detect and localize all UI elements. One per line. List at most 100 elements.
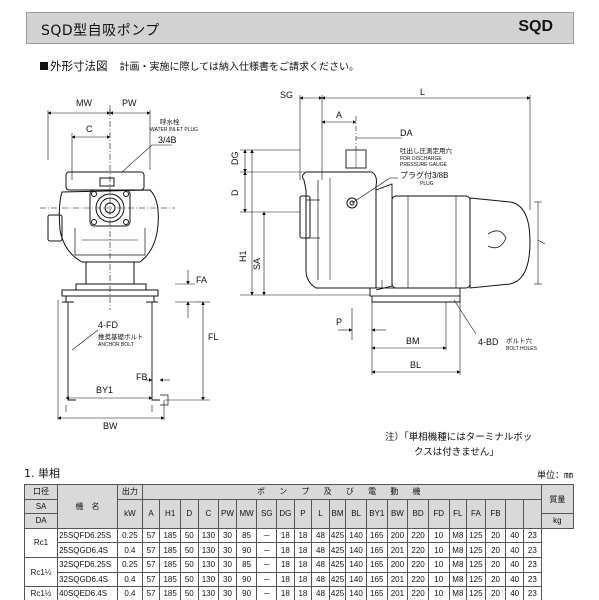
value-cell: 125 (466, 571, 486, 588)
value-cell: 57 (141, 586, 161, 600)
value-cell: 85 (235, 527, 258, 544)
value-cell: 20 (484, 586, 507, 600)
value-cell: 185 (159, 556, 181, 573)
value-cell: M8 (448, 571, 468, 588)
value-cell: 30 (218, 527, 237, 544)
header-col: SG (256, 498, 278, 529)
unit-label: 単位：㎜ (536, 471, 573, 481)
dim-fb-label: FB (136, 372, 148, 382)
bolt-holes-en-label: BOLT HOLES (506, 346, 538, 352)
value-cell: 425 (328, 542, 347, 558)
spec-table: 口径 機 名 出力 ポ ン プ 及 び 電 動 機 質量 SA kW A H1 … (23, 483, 575, 600)
value-cell: ─ (256, 571, 278, 588)
header-col (505, 498, 524, 529)
dim-fd-label: 4-FD (98, 320, 119, 330)
bore-cell: Rc1 (23, 527, 59, 558)
plug-jp-label: プラグ付3/8B (400, 170, 448, 180)
value-cell: 165 (365, 527, 388, 544)
dim-a-label: A (336, 110, 342, 120)
value-cell: 40 (505, 542, 524, 558)
value-cell: 57 (141, 527, 161, 544)
header-col: PW (218, 498, 237, 529)
anchor-bolt-jp-label: 推奨基礎ボルト (98, 332, 144, 341)
value-cell: 40 (505, 527, 524, 544)
value-cell: M8 (448, 542, 468, 558)
model-cell: 25SQFD6.25S (57, 527, 118, 544)
value-cell: 18 (293, 542, 313, 558)
side-view-labels: SG L A DA DG D H1 SA P BM BL 4-BD ボルト穴 B… (230, 87, 538, 370)
dim-pw-label: PW (122, 98, 137, 108)
output-cell: 0.4 (116, 571, 143, 588)
value-cell: 425 (328, 527, 347, 544)
output-cell: 0.25 (116, 527, 143, 544)
model-cell: 40SQED6.4S (57, 586, 118, 600)
value-cell: 85 (235, 556, 258, 573)
table-header-row-2: SA kW A H1 D C PW MW SG DG P L BM BL BY1… (23, 498, 574, 529)
model-cell: 32SQGD6.4S (57, 571, 118, 588)
front-view (40, 105, 210, 420)
dim-fl-label: FL (208, 332, 219, 342)
table-header-row-1: 口径 機 名 出力 ポ ン プ 及 び 電 動 機 質量 (23, 483, 575, 529)
header-da: DA (23, 513, 59, 529)
water-inlet-size-label: 3/4B (158, 135, 177, 145)
value-cell: 50 (180, 556, 199, 573)
value-cell: 10 (427, 542, 450, 558)
value-cell: 10 (427, 571, 450, 588)
header-col: BL (345, 498, 367, 529)
dim-h1-label: H1 (238, 250, 248, 262)
model-cell: 25SQGD6.4S (57, 542, 118, 558)
dim-bm-label: BM (406, 336, 420, 346)
value-cell: 125 (466, 556, 486, 573)
value-cell: 30 (218, 556, 237, 573)
value-cell: 185 (159, 586, 181, 600)
value-cell: 130 (197, 571, 220, 588)
dim-mw-label: MW (76, 98, 92, 108)
bolt-holes-jp-label: ボルト穴 (506, 336, 533, 345)
header-sa: SA (23, 498, 59, 515)
value-cell: 140 (345, 542, 367, 558)
table-heading: 1. 単相 (24, 467, 60, 480)
model-code: SQD (518, 18, 553, 35)
value-cell: 20 (484, 542, 507, 558)
value-cell: 10 (427, 586, 450, 600)
value-cell: 140 (345, 586, 367, 600)
value-cell: 165 (365, 542, 388, 558)
discharge-gauge-en1-label: FOR DISCHARGE (400, 156, 442, 162)
header-group: ポ ン プ 及 び 電 動 機 (141, 484, 542, 500)
value-cell: M8 (448, 527, 468, 544)
value-cell: ─ (256, 527, 278, 544)
value-cell: 130 (197, 542, 220, 558)
front-view-labels: MW PW C FA FL FB BY1 BW 4-FD 推奨基礎ボルト ANC… (76, 98, 219, 431)
header-col: MW (235, 498, 258, 529)
value-cell: 185 (159, 542, 181, 558)
header-col: L (311, 498, 330, 529)
value-cell: 425 (328, 586, 347, 600)
value-cell: 40 (505, 556, 524, 573)
header-mass: 質量 (540, 483, 575, 515)
header-bore: 口径 (23, 484, 59, 500)
square-bullet-icon (40, 62, 48, 70)
header-bar: SQD型自吸ポンプ SQD (26, 12, 574, 44)
value-cell: 125 (466, 586, 486, 600)
bore-cell: Rc1½ (23, 586, 59, 600)
output-cell: 0.25 (116, 556, 143, 573)
dim-l-label: L (420, 87, 425, 97)
value-cell: 220 (407, 542, 429, 558)
value-cell: 48 (311, 556, 330, 573)
outline-dimension-drawing: MW PW C FA FL FB BY1 BW 4-FD 推奨基礎ボルト ANC… (40, 87, 546, 431)
footnote-line-1: 注）「単相機種にはターミナルボッ (385, 432, 533, 443)
value-cell: 20 (484, 527, 507, 544)
header-col: FL (448, 498, 468, 529)
footnote: 注）「単相機種にはターミナルボッ クスは付きません」 (385, 430, 532, 460)
value-cell: 185 (159, 527, 181, 544)
header-col: DG (276, 498, 295, 529)
dim-sg-label: SG (280, 90, 293, 100)
value-cell: 10 (427, 556, 450, 573)
value-cell: 48 (311, 586, 330, 600)
discharge-gauge-en2-label: PRESSURE GAUGE (400, 162, 448, 168)
value-cell: 220 (407, 556, 429, 573)
value-cell: 18 (276, 571, 295, 588)
value-cell: 18 (293, 586, 313, 600)
